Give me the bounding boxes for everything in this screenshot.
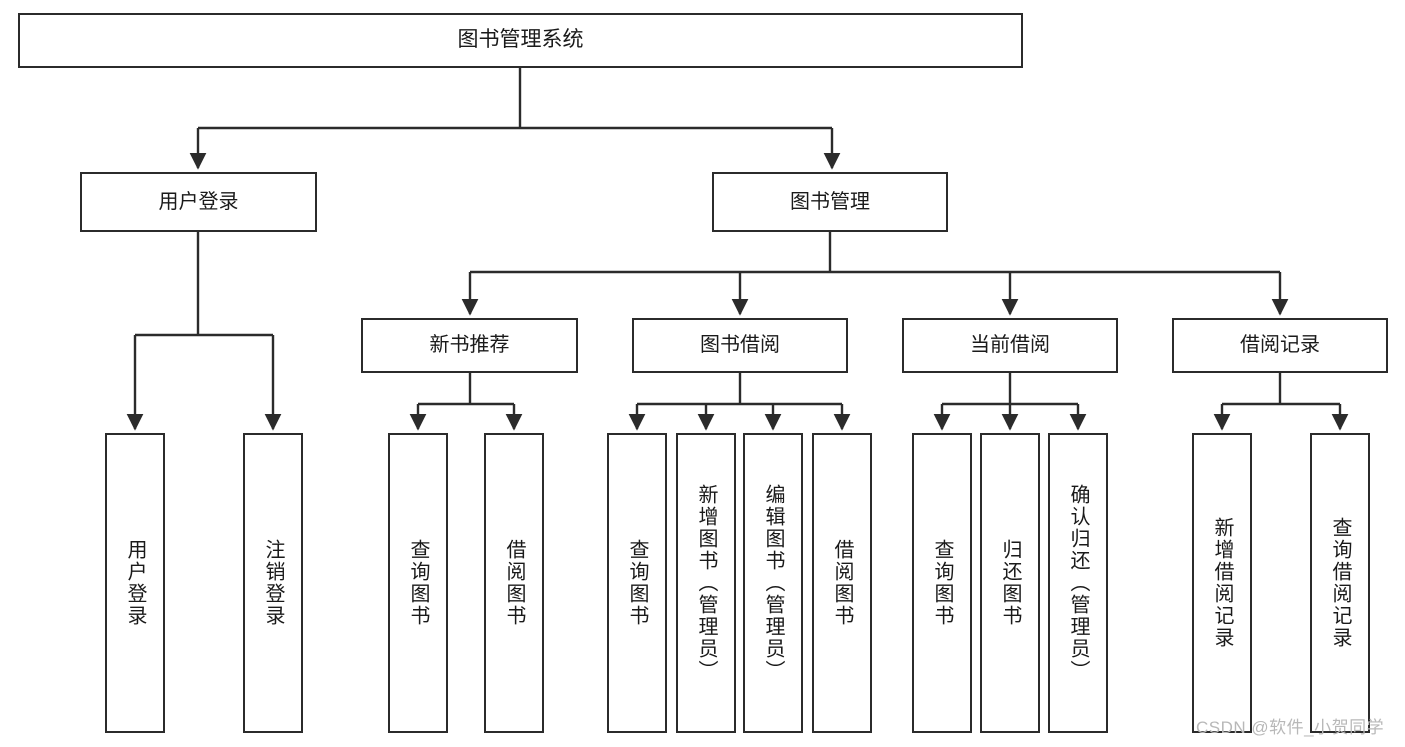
leaf-user-login-logout[interactable]: 注销登录 bbox=[243, 433, 303, 733]
leaf-record-query-record[interactable]: 查询借阅记录 bbox=[1310, 433, 1370, 733]
node-label: 新增图书（管理员） bbox=[695, 484, 717, 682]
node-label: 新增借阅记录 bbox=[1211, 517, 1233, 649]
node-label: 图书借阅 bbox=[700, 334, 780, 356]
node-new-book-recommend[interactable]: 新书推荐 bbox=[361, 318, 578, 373]
node-root-system[interactable]: 图书管理系统 bbox=[18, 13, 1023, 68]
node-label: 新书推荐 bbox=[429, 334, 510, 356]
leaf-borrow-query-book[interactable]: 查询图书 bbox=[607, 433, 667, 733]
node-label: 查询图书 bbox=[931, 539, 953, 627]
leaf-user-login-login[interactable]: 用户登录 bbox=[105, 433, 165, 733]
node-label: 借阅图书 bbox=[503, 539, 525, 627]
node-label: 查询借阅记录 bbox=[1329, 517, 1351, 649]
node-label: 确认归还（管理员） bbox=[1067, 484, 1089, 682]
watermark-text: CSDN @软件_小贺同学 bbox=[1196, 718, 1385, 737]
node-label: 编辑图书（管理员） bbox=[762, 484, 784, 682]
node-label: 借阅图书 bbox=[831, 539, 853, 627]
node-book-management[interactable]: 图书管理 bbox=[712, 172, 948, 232]
leaf-new-book-query[interactable]: 查询图书 bbox=[388, 433, 448, 733]
node-label: 借阅记录 bbox=[1240, 334, 1320, 356]
node-label: 当前借阅 bbox=[970, 334, 1050, 356]
node-label: 查询图书 bbox=[626, 539, 648, 627]
leaf-current-query-book[interactable]: 查询图书 bbox=[912, 433, 972, 733]
node-label: 注销登录 bbox=[262, 539, 284, 627]
leaf-current-confirm-return[interactable]: 确认归还（管理员） bbox=[1048, 433, 1108, 733]
node-label: 归还图书 bbox=[999, 539, 1021, 627]
node-label: 图书管理 bbox=[790, 190, 870, 213]
node-book-borrow[interactable]: 图书借阅 bbox=[632, 318, 848, 373]
leaf-current-return-book[interactable]: 归还图书 bbox=[980, 433, 1040, 733]
leaf-borrow-borrow-book[interactable]: 借阅图书 bbox=[812, 433, 872, 733]
node-label: 用户登录 bbox=[124, 539, 146, 627]
node-current-borrow[interactable]: 当前借阅 bbox=[902, 318, 1118, 373]
leaf-borrow-edit-book[interactable]: 编辑图书（管理员） bbox=[743, 433, 803, 733]
leaf-borrow-add-book[interactable]: 新增图书（管理员） bbox=[676, 433, 736, 733]
node-user-login[interactable]: 用户登录 bbox=[80, 172, 317, 232]
leaf-new-book-borrow[interactable]: 借阅图书 bbox=[484, 433, 544, 733]
node-borrow-record[interactable]: 借阅记录 bbox=[1172, 318, 1388, 373]
node-label: 用户登录 bbox=[158, 190, 239, 213]
node-label: 图书管理系统 bbox=[457, 28, 584, 52]
leaf-record-add-record[interactable]: 新增借阅记录 bbox=[1192, 433, 1252, 733]
node-label: 查询图书 bbox=[407, 539, 429, 627]
